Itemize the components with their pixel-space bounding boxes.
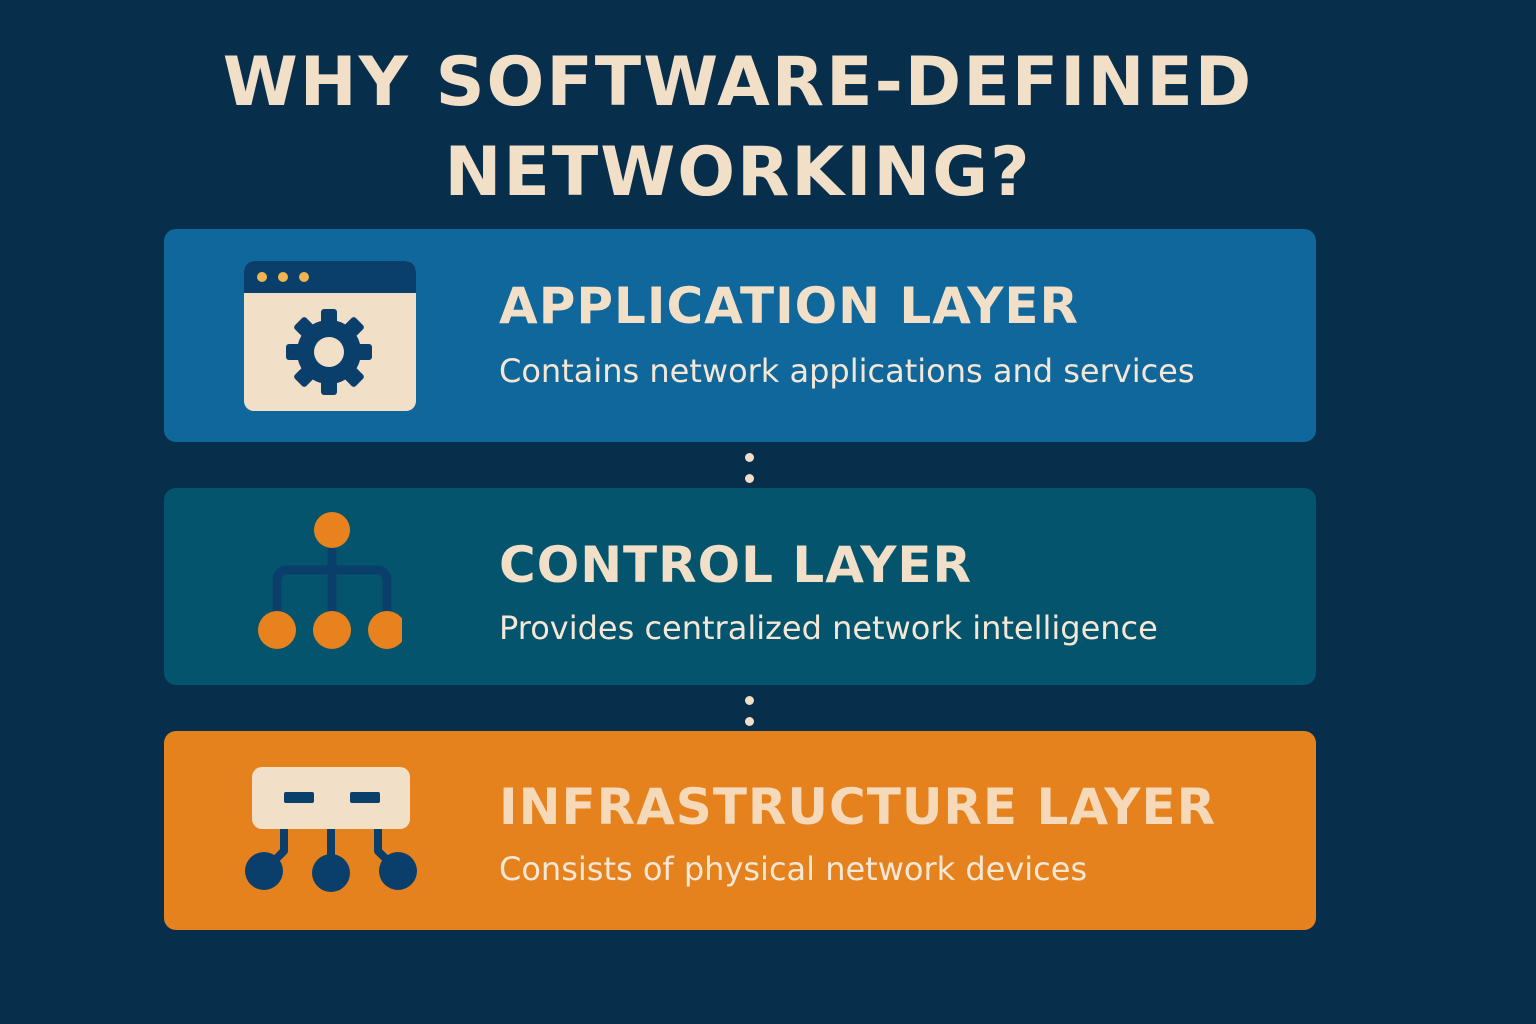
application-layer-card: APPLICATION LAYER Contains network appli…	[164, 229, 1316, 442]
control-layer-description: Provides centralized network intelligenc…	[499, 609, 1158, 647]
title-line-2: NETWORKING?	[444, 133, 1032, 212]
page-title: WHY SOFTWARE-DEFINED NETWORKING?	[0, 38, 1476, 218]
infrastructure-layer-card: INFRASTRUCTURE LAYER Consists of physica…	[164, 731, 1316, 930]
hierarchy-icon	[242, 512, 406, 656]
infrastructure-layer-description: Consists of physical network devices	[499, 850, 1088, 888]
connector-dots	[745, 696, 755, 738]
app-window-gear-icon	[242, 259, 418, 417]
control-layer-heading: CONTROL LAYER	[499, 536, 973, 594]
control-layer-card: CONTROL LAYER Provides centralized netwo…	[164, 488, 1316, 685]
application-layer-description: Contains network applications and servic…	[499, 352, 1195, 390]
network-device-icon	[242, 767, 418, 899]
application-layer-heading: APPLICATION LAYER	[499, 277, 1080, 335]
infrastructure-layer-heading: INFRASTRUCTURE LAYER	[499, 778, 1217, 836]
connector-dots	[745, 453, 755, 495]
title-line-1: WHY SOFTWARE-DEFINED	[222, 43, 1254, 122]
